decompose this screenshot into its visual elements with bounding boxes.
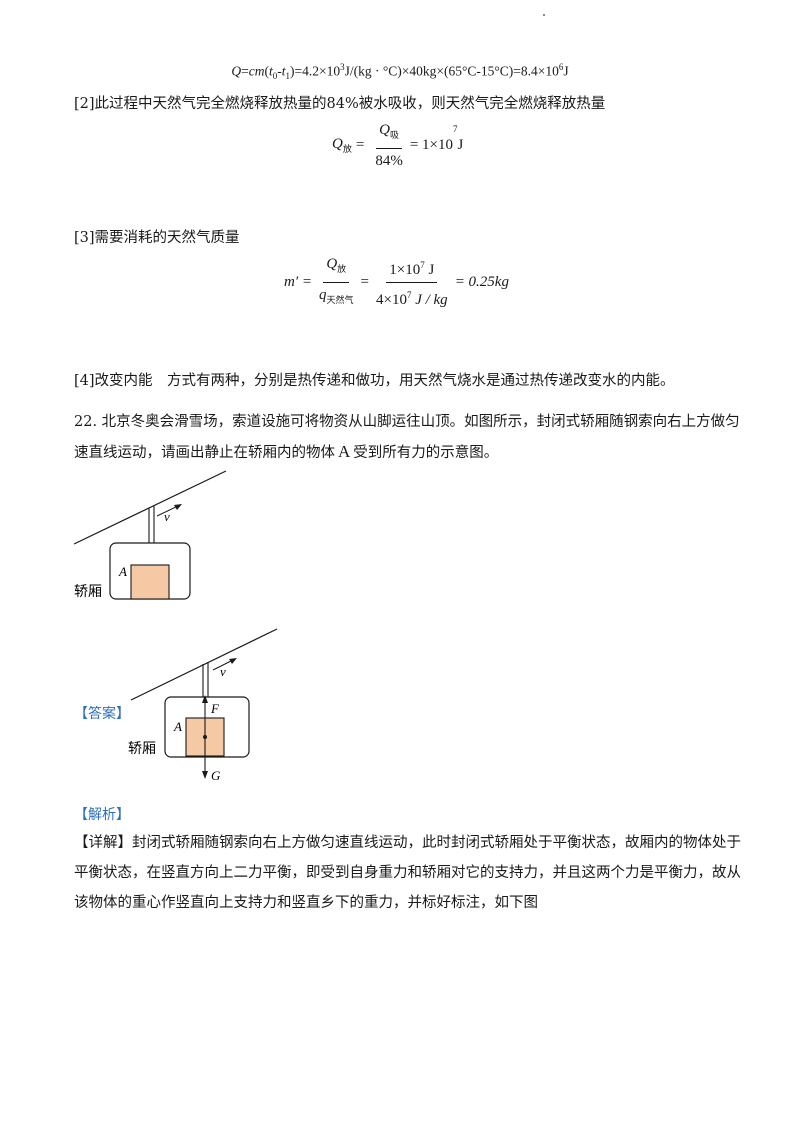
velocity-label: v [220, 664, 226, 679]
velocity-arrowhead [229, 658, 237, 664]
gravity-arrowhead [202, 771, 208, 779]
cable-line [73, 470, 227, 545]
support-force-label: F [210, 701, 220, 716]
object-a-box [130, 564, 170, 600]
object-a-label: A [118, 564, 127, 579]
object-a-label: A [173, 719, 182, 734]
velocity-arrowhead [174, 504, 182, 510]
cable-line [130, 628, 278, 701]
step-4-text: [4]改变内能 方式有两种，分别是热传递和做功，用天然气烧水是通过热传递改变水的… [74, 373, 675, 389]
analysis-label: 【解析】 [74, 807, 130, 823]
gas-mass-equation: m′ = Q放 q天然气 = 1×107 J 4×107 J / kg = 0.… [284, 256, 509, 308]
detail-line-2: 平衡状态，在竖直方向上二力平衡，即受到自身重力和轿厢对它的支持力，并且这两个力是… [74, 865, 741, 881]
corner-dot [543, 14, 545, 16]
cable-car-figure: v A 轿厢 [73, 470, 227, 600]
cabin-label: 轿厢 [128, 741, 156, 757]
step-3-text: [3]需要消耗的天然气质量 [74, 230, 240, 246]
support-force-arrowhead [202, 695, 208, 703]
cabin-box [164, 696, 250, 758]
velocity-label: v [164, 509, 170, 524]
answer-force-figure: v F G A 轿厢 [128, 628, 278, 783]
question-22-line-1: 22. 北京冬奥会滑雪场，索道设施可将物资从山脚运往山顶。如图所示，封闭式轿厢随… [74, 414, 740, 430]
heat-formula: Q=cm(t0-t1)=4.2×103J/(kg · °C)×40kg×(65°… [231, 62, 569, 82]
answer-label: 【答案】 [74, 706, 130, 722]
detail-line-3: 该物体的重心作竖直向上支持力和竖直乡下的重力，并标好标注，如下图 [74, 895, 538, 911]
detail-line-1: 【详解】封闭式轿厢随钢索向右上方做匀速直线运动，此时封闭式轿厢处于平衡状态，故厢… [74, 835, 741, 851]
step-2-text: [2]此过程中天然气完全燃烧释放热量的84%被水吸收，则天然气完全燃烧释放热量 [74, 96, 606, 112]
gravity-label: G [211, 768, 221, 783]
cabin-label: 轿厢 [74, 584, 102, 600]
